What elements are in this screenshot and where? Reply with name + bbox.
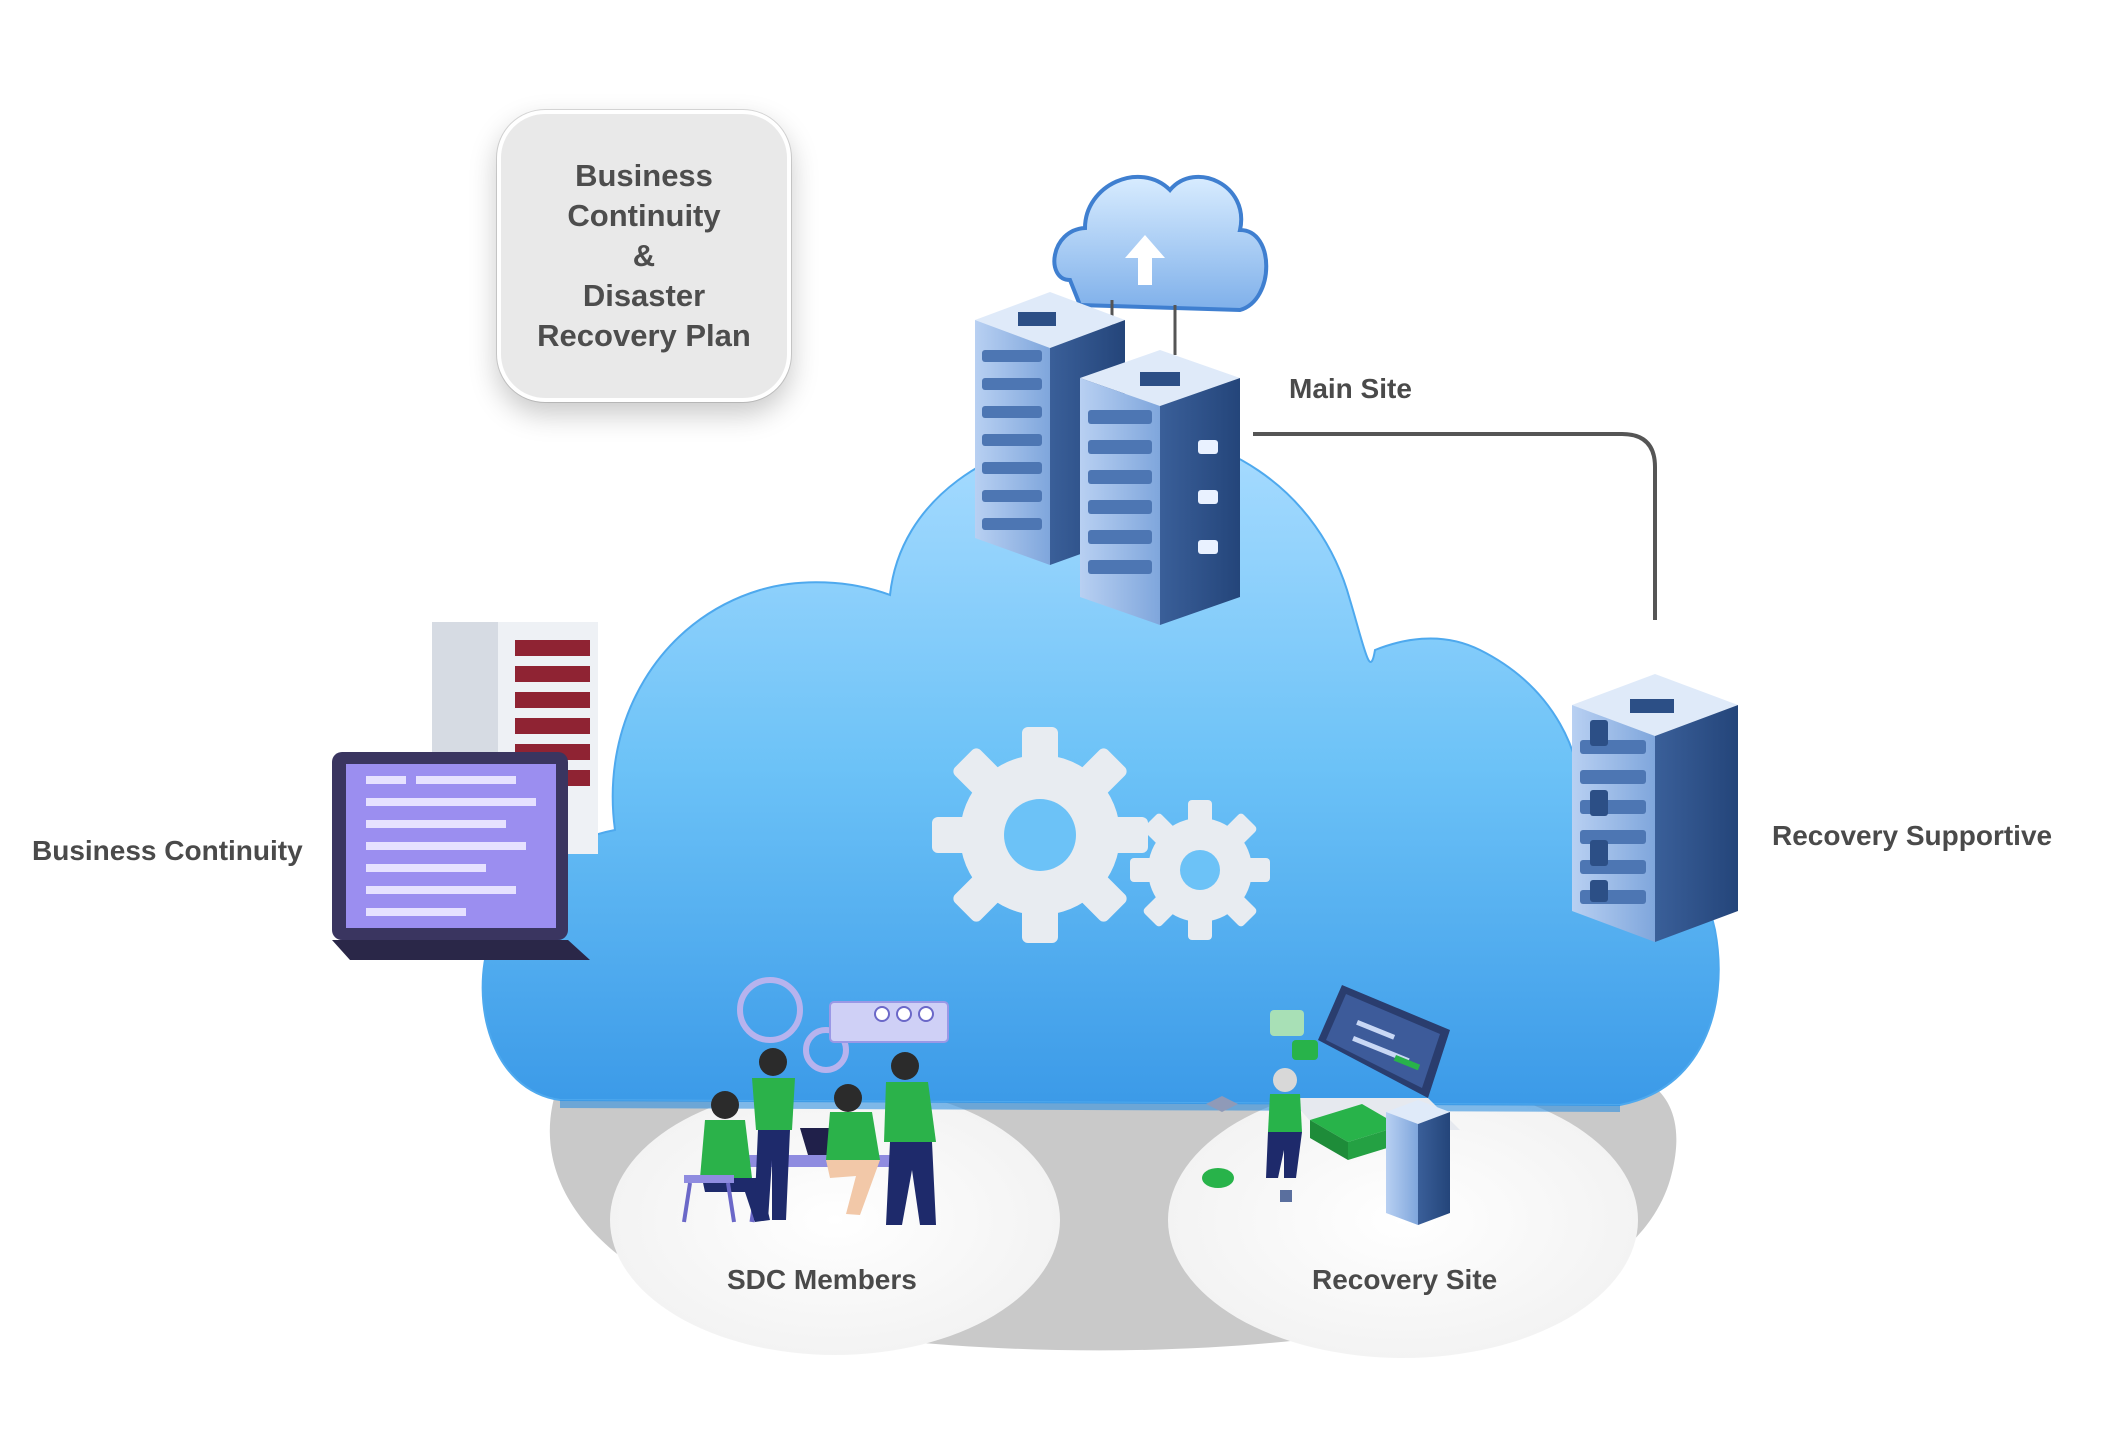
connector-line xyxy=(1253,432,1657,620)
server-rack-icon xyxy=(975,292,1240,625)
remote-worker-icon xyxy=(1202,985,1460,1225)
server-rack-icon xyxy=(1572,674,1738,942)
recovery-supportive-label: Recovery Supportive xyxy=(1772,820,2053,851)
recovery-site-label: Recovery Site xyxy=(1312,1264,1498,1295)
title-line-1: Business xyxy=(575,158,713,193)
sdc-members-label: SDC Members xyxy=(727,1264,917,1295)
laptop-icon xyxy=(332,752,590,960)
title-line-4: Disaster xyxy=(582,278,706,313)
main-site-label: Main Site xyxy=(1289,373,1412,404)
upload-cloud-icon xyxy=(1052,174,1269,355)
title-line-3: & xyxy=(632,238,656,273)
title-line-5: Recovery Plan xyxy=(537,318,751,353)
team-meeting-icon xyxy=(682,977,949,1225)
title-line-2: Continuity xyxy=(567,198,721,233)
title-card: Business Continuity & Disaster Recovery … xyxy=(497,110,791,402)
gears-icon xyxy=(932,727,1270,943)
business-continuity-label: Business Continuity xyxy=(32,835,303,866)
